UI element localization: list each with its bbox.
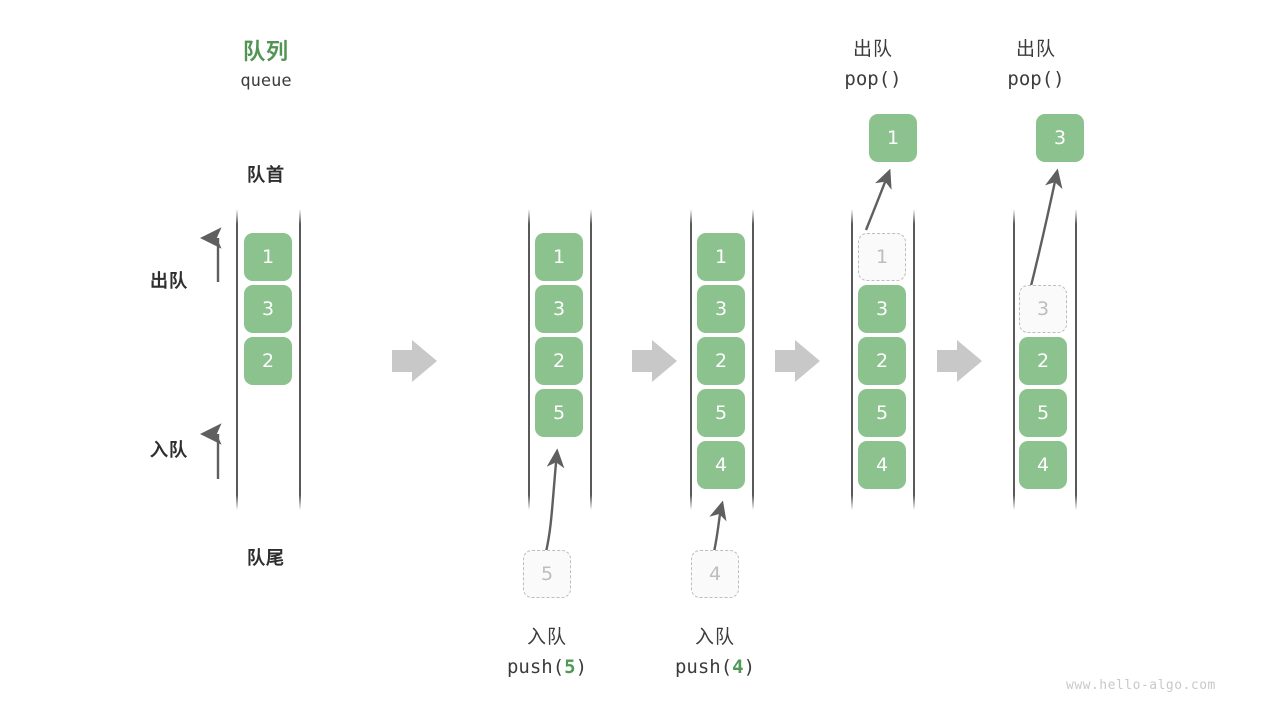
push-caption-code: push(5) — [467, 656, 627, 678]
step-arrow-1 — [392, 340, 437, 382]
push-code-prefix: push( — [674, 656, 733, 678]
queue-node: 1 — [697, 233, 745, 281]
push-code-arg: 5 — [564, 656, 576, 678]
rail-right — [752, 209, 754, 510]
queue-node: 4 — [1019, 441, 1067, 489]
push-code-prefix: push( — [506, 656, 565, 678]
queue-node: 5 — [697, 389, 745, 437]
queue-head-label: 队首 — [247, 165, 285, 185]
step-arrow-4 — [937, 340, 982, 382]
queue-node: 3 — [244, 285, 292, 333]
queue-node: 3 — [858, 285, 906, 333]
rail-right — [913, 209, 915, 510]
page-subtitle: queue — [240, 71, 292, 91]
push-arrow-4 — [709, 500, 727, 553]
rail-right — [1075, 209, 1077, 510]
incoming-node-ghost: 4 — [691, 550, 739, 598]
removed-node-ghost: 3 — [1019, 285, 1067, 333]
queue-node: 2 — [244, 337, 292, 385]
rail-left — [1013, 209, 1015, 510]
dequeue-direction-label: 出队 — [150, 271, 188, 291]
step-arrow-2 — [632, 340, 677, 382]
push-caption-cn: 入队 — [526, 627, 567, 648]
rail-right — [590, 209, 592, 510]
queue-node: 5 — [1019, 389, 1067, 437]
popped-node: 1 — [869, 114, 917, 162]
pop-caption-code: pop() — [1007, 68, 1065, 90]
push-arrow-5 — [544, 448, 565, 553]
pop-caption-code: pop() — [844, 68, 902, 90]
queue-node: 5 — [858, 389, 906, 437]
queue-node: 3 — [697, 285, 745, 333]
pop-arrow-1 — [864, 168, 892, 231]
queue-node: 2 — [858, 337, 906, 385]
queue-node: 3 — [535, 285, 583, 333]
queue-node: 1 — [244, 233, 292, 281]
incoming-node-ghost: 5 — [523, 550, 571, 598]
rail-left — [690, 209, 692, 510]
pop-caption-cn: 出队 — [852, 39, 893, 60]
queue-node: 2 — [535, 337, 583, 385]
queue-node: 2 — [1019, 337, 1067, 385]
queue-node: 1 — [535, 233, 583, 281]
pop-arrow-3 — [1028, 168, 1063, 291]
removed-node-ghost: 1 — [858, 233, 906, 281]
push-code-suffix: ) — [575, 656, 588, 678]
rail-left — [528, 209, 530, 510]
queue-node: 4 — [858, 441, 906, 489]
rail-left — [236, 209, 238, 510]
push-caption-cn: 入队 — [694, 627, 735, 648]
queue-node-new: 4 — [697, 441, 745, 489]
watermark: www.hello-algo.com — [1066, 678, 1216, 693]
push-caption-code: push(4) — [635, 656, 795, 678]
step-arrow-3 — [775, 340, 820, 382]
rail-left — [851, 209, 853, 510]
push-code-arg: 4 — [732, 656, 744, 678]
push-code-suffix: ) — [743, 656, 756, 678]
queue-node-new: 5 — [535, 389, 583, 437]
page-title: 队列 — [242, 39, 289, 64]
queue-node: 2 — [697, 337, 745, 385]
queue-tail-label: 队尾 — [247, 548, 285, 568]
pop-caption-cn: 出队 — [1015, 39, 1056, 60]
enqueue-direction-label: 入队 — [150, 440, 188, 460]
popped-node: 3 — [1036, 114, 1084, 162]
rail-right — [299, 209, 301, 510]
